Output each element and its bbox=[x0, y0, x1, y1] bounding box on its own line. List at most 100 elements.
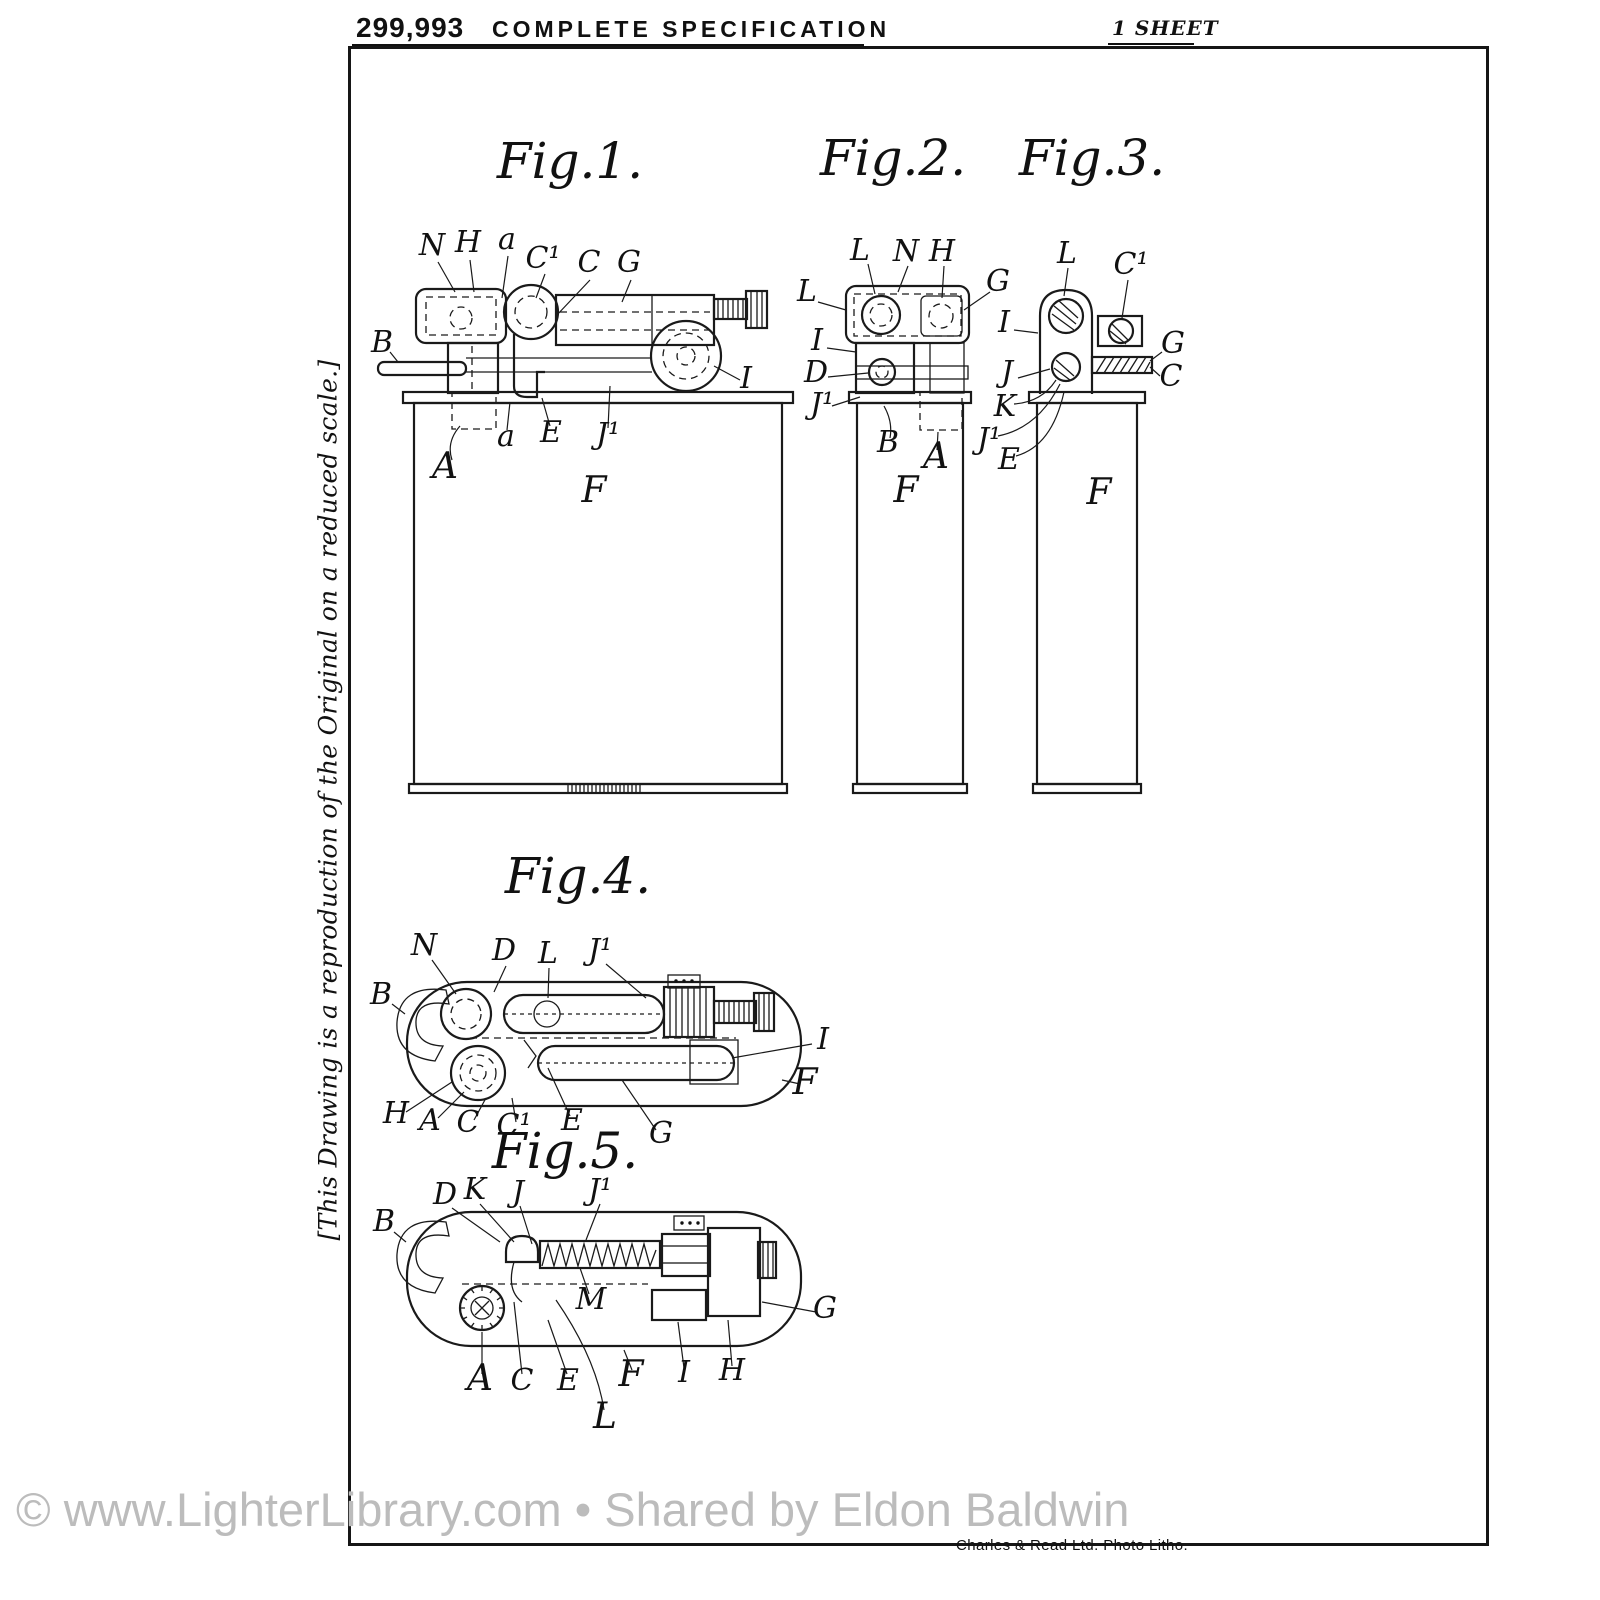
fig5-body bbox=[405, 1210, 803, 1348]
fig4-hook-b bbox=[396, 988, 450, 1062]
fig1-barrel bbox=[554, 293, 716, 347]
fig5-label-i: I bbox=[677, 1355, 691, 1390]
fig2-part-h bbox=[920, 295, 963, 337]
fig4-label-i: I bbox=[816, 1022, 830, 1057]
fig2-drawing: Fig.2. L N H L I D J¹ G B bbox=[796, 129, 1010, 795]
fig1-label-j1: J¹ bbox=[590, 417, 620, 452]
fig2-label-d: D bbox=[803, 355, 828, 390]
fig2-label-n: N bbox=[892, 234, 921, 269]
fig1-flint-wheel bbox=[649, 319, 723, 393]
fig5-label-g: G bbox=[813, 1291, 837, 1326]
patent-number: 299,993 bbox=[356, 12, 465, 43]
fig1-title: Fig.1. bbox=[496, 132, 643, 190]
fig3-drawing: Fig.3. L C¹ I G C J K J¹ E F bbox=[971, 129, 1185, 795]
fig1-lever-b bbox=[376, 360, 468, 377]
fig4-label-b: B bbox=[369, 977, 392, 1012]
fig5-label-f: F bbox=[618, 1354, 646, 1395]
fig2-label-a-cap: A bbox=[920, 436, 949, 477]
fig4-title: Fig.4. bbox=[504, 847, 651, 905]
fig4-label-l: L bbox=[537, 936, 558, 971]
drawing-frame bbox=[348, 46, 1489, 1546]
fig5-spring-m bbox=[538, 1239, 662, 1270]
fig3-label-i: I bbox=[997, 305, 1011, 340]
fig1-label-e: E bbox=[539, 415, 562, 450]
spec-title: COMPLETE SPECIFICATION bbox=[492, 16, 891, 42]
fig4-bracket-i bbox=[689, 1039, 739, 1085]
fig1-base-hatch bbox=[567, 785, 641, 793]
fig1-label-a-cap: A bbox=[429, 446, 458, 487]
fig1-label-a-bottom: a bbox=[497, 419, 515, 454]
fig3-label-g: G bbox=[1161, 326, 1185, 361]
fig5-label-e: E bbox=[556, 1363, 579, 1398]
fig4-label-g: G bbox=[649, 1116, 673, 1151]
fig1-label-a-top: a bbox=[498, 222, 516, 257]
fig1-screw bbox=[712, 297, 749, 321]
fig1-snuffer-arm bbox=[512, 334, 545, 399]
fig5-label-l: L bbox=[592, 1396, 617, 1437]
fig1-label-g: G bbox=[617, 245, 641, 280]
fig4-screw bbox=[712, 999, 758, 1025]
fig4-knob bbox=[752, 991, 776, 1033]
fig4-label-n: N bbox=[410, 928, 439, 963]
fig1-snuffer-cap bbox=[502, 283, 560, 341]
fig1-tank-base bbox=[407, 782, 789, 795]
fig5-label-b: B bbox=[372, 1204, 395, 1239]
sheet-rule bbox=[1108, 43, 1194, 45]
fig5-label-h: H bbox=[718, 1353, 746, 1388]
fig1-knob bbox=[744, 289, 769, 330]
fig4-label-a-cap: A bbox=[416, 1103, 441, 1138]
fig5-block-i bbox=[650, 1288, 708, 1322]
fig2-label-i: I bbox=[810, 323, 824, 358]
fig4-label-d: D bbox=[491, 933, 516, 968]
fig3-tank-base bbox=[1031, 782, 1143, 795]
fig3-leader-lines bbox=[997, 267, 1163, 457]
fig2-leader-lines bbox=[817, 263, 991, 451]
fig1-label-n: N bbox=[418, 228, 447, 263]
fig5-label-d: D bbox=[432, 1177, 457, 1212]
fig3-label-f: F bbox=[1086, 472, 1114, 513]
fig1-tank-body bbox=[412, 401, 784, 786]
fig4-label-c1: C¹ bbox=[497, 1108, 532, 1143]
fig1-label-c1: C¹ bbox=[526, 241, 561, 276]
fig5-hook-b bbox=[396, 1220, 450, 1294]
fig2-label-j1: J¹ bbox=[804, 387, 834, 422]
fig5-label-m: M bbox=[575, 1282, 608, 1317]
fig3-part-c1-housing bbox=[1096, 314, 1144, 348]
fig5-arm-e bbox=[510, 1261, 523, 1303]
fig3-part-l bbox=[1047, 297, 1085, 335]
fig1-cap-inner bbox=[425, 296, 497, 336]
fig2-label-b: B bbox=[876, 425, 899, 460]
fig3-label-l: L bbox=[1056, 236, 1077, 271]
fig2-label-f: F bbox=[893, 470, 921, 511]
fig3-label-c: C bbox=[1160, 359, 1183, 394]
fig4-label-j1: J¹ bbox=[582, 933, 612, 968]
fig4-snuffer-e bbox=[523, 1039, 537, 1069]
sheet-count: 1 SHEET bbox=[1112, 16, 1219, 40]
fig4-drawing: Fig.4. N bbox=[369, 847, 830, 1151]
fig2-tank-base bbox=[851, 782, 969, 795]
fig3-label-j1: J¹ bbox=[971, 422, 1001, 457]
fig3-label-k: K bbox=[993, 389, 1018, 424]
fig2-label-g: G bbox=[986, 264, 1010, 299]
fig3-bracket bbox=[1038, 288, 1094, 394]
fig5-leader-lines bbox=[393, 1203, 817, 1411]
fig5-label-a-cap: A bbox=[464, 1358, 493, 1399]
fig1-label-f: F bbox=[581, 470, 609, 511]
fig5-block-g bbox=[706, 1226, 762, 1318]
fig4-body bbox=[405, 980, 803, 1108]
fig5-label-k: K bbox=[463, 1172, 488, 1207]
watermark: © www.LighterLibrary.com • Shared by Eld… bbox=[16, 1483, 1130, 1536]
fig1-label-c: C bbox=[578, 245, 601, 280]
printer-credit: Charles & Read Ltd. Photo Litho. bbox=[956, 1537, 1189, 1554]
fig5-drawing: Fig.5. D K J J¹ bbox=[372, 1122, 837, 1437]
fig2-label-l-left: L bbox=[796, 274, 817, 309]
fig5-label-c: C bbox=[511, 1363, 534, 1398]
fig2-title: Fig.2. bbox=[819, 129, 966, 187]
fig3-title: Fig.3. bbox=[1018, 129, 1165, 187]
fig4-flint-wheel bbox=[449, 1044, 507, 1102]
fig1-label-b: B bbox=[370, 325, 393, 360]
fig5-title: Fig.5. bbox=[491, 1122, 638, 1180]
fig2-part-d bbox=[867, 357, 897, 387]
